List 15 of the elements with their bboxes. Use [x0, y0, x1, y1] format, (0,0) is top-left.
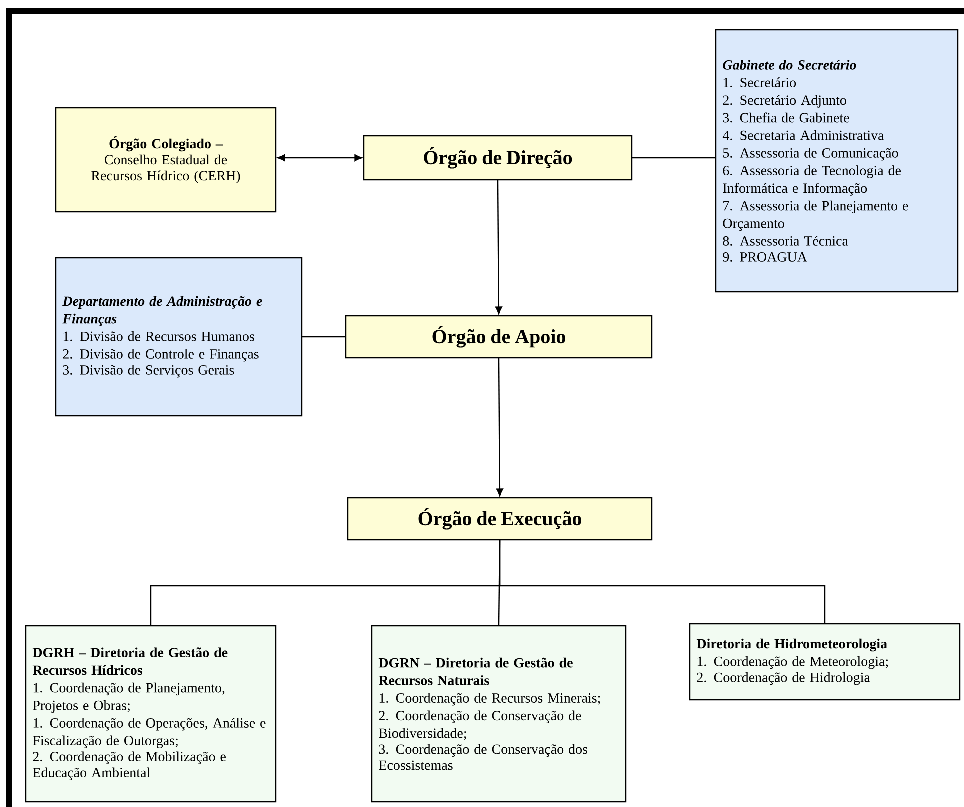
title-box: Órgão de Direção	[363, 135, 633, 181]
connector	[278, 154, 362, 162]
title-box: Órgão de Execução	[347, 497, 653, 541]
department-box: DGRN – Diretoria de Gestão de Recursos Naturais 1. Coordenação de Recursos Minerais; 2. Coordenação de Conservação de Biodiversidade; 3. Coordenação de Conservação dos Ecossistemas	[371, 625, 627, 803]
connector	[302, 336, 346, 338]
council-box: Órgão Colegiado – Conselho Estadual de Recursos Hídrico (CERH)	[55, 107, 277, 213]
connector	[499, 540, 826, 624]
connector	[632, 157, 716, 159]
title-box: Órgão de Apoio	[345, 315, 653, 359]
connector	[496, 358, 504, 496]
department-box: Diretoria de Hidrometeorologia 1. Coordenação de Meteorologia; 2. Coordenação de Hidrologia	[689, 623, 961, 701]
department-box: Departamento de Administração e Finanças 1. Divisão de Recursos Humanos 2. Divisão de Controle e Finanças 3. Divisão de Serviços Gerais	[55, 257, 303, 417]
connector	[495, 180, 502, 314]
department-box: DGRH – Diretoria de Gestão de Recursos Hídricos 1. Coordenação de Planejamento, Projetos e Obras; 1. Coordenação de Operações, Análise e Fiscalização de Outorgas; 2. Coordenação de Mobilização e Educação Ambiental	[25, 625, 277, 803]
department-box: Gabinete do Secretário 1. Secretário 2. Secretário Adjunto 3. Chefia de Gabinete 4. Secretaria Administrativa 5. Assessoria de Comunicação 6. Assessoria de Tecnologia de Informática e Informação 7. Assessoria de Planejamento e Orçamento 8. Assessoria Técnica 9. PROAGUA	[715, 29, 959, 293]
